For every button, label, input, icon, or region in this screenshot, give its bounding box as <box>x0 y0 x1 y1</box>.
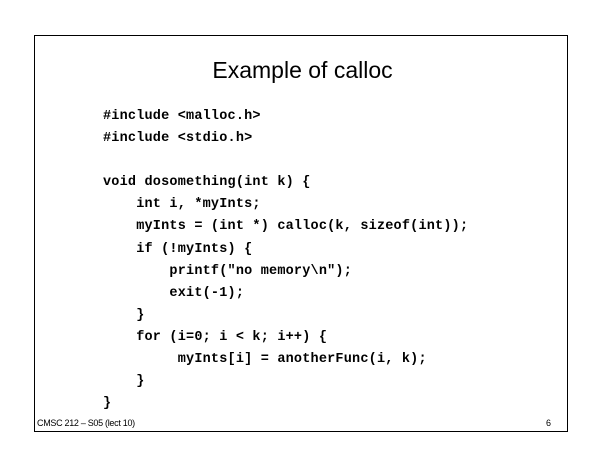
code-line: myInts = (int *) calloc(k, sizeof(int)); <box>103 219 469 235</box>
code-line: } <box>103 396 112 412</box>
code-line: } <box>103 307 145 323</box>
slide-frame <box>34 35 568 432</box>
code-line: exit(-1); <box>103 285 245 301</box>
code-line: void dosomething(int k) { <box>103 175 311 191</box>
code-line: } <box>103 374 145 390</box>
slide-title: Example of calloc <box>212 57 393 83</box>
code-line: #include <stdio.h> <box>103 131 253 147</box>
page-number: 6 <box>545 418 551 428</box>
code-line-blank <box>103 150 468 172</box>
code-line: myInts[i] = anotherFunc(i, k); <box>103 352 427 368</box>
code-line: printf("no memory\n"); <box>103 263 353 279</box>
code-line: for (i=0; i < k; i++) { <box>103 329 328 345</box>
course-footer: CMSC 212 – S05 (lect 10) <box>37 418 135 428</box>
code-line: if (!myInts) { <box>103 241 253 257</box>
code-block: #include <malloc.h> #include <stdio.h> v… <box>103 106 468 415</box>
code-line: int i, *myInts; <box>103 197 261 213</box>
code-line: #include <malloc.h> <box>103 109 261 124</box>
